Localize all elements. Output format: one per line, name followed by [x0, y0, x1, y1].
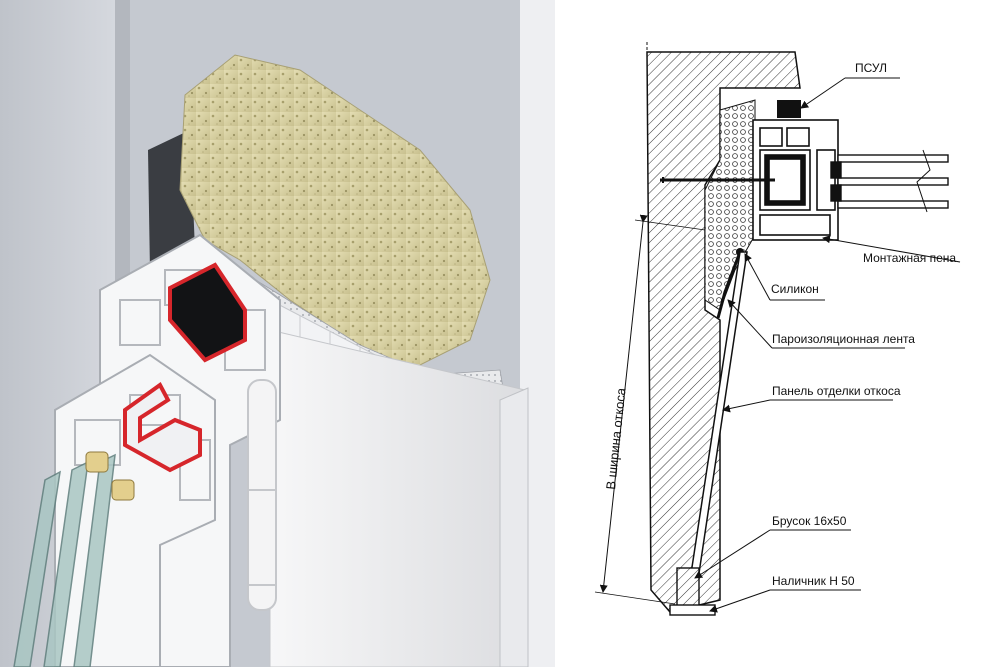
mineral-wool	[179, 54, 491, 371]
label-silicone: Силикон	[771, 282, 819, 296]
label-bar: Брусок 16х50	[772, 514, 847, 528]
spacer-2	[111, 479, 135, 501]
leaders	[694, 77, 961, 613]
label-reveal-width: В ширина откоса	[603, 386, 629, 490]
reinforcement-sash	[123, 382, 202, 473]
label-vapor-tape: Пароизоляционная лента	[772, 332, 915, 346]
label-psul: ПСУЛ	[855, 61, 887, 75]
vapor-tape-line	[716, 251, 742, 319]
label-casing: Наличник Н 50	[772, 574, 855, 588]
reveal-panel-edge	[499, 387, 529, 667]
dimension-line	[599, 214, 648, 593]
casing-section	[669, 604, 716, 616]
drawing-svg: В ширина откоса ПСУЛ Монтажная пена	[594, 42, 961, 616]
reinforcement-frame	[168, 262, 247, 363]
glazing-unit	[13, 451, 135, 667]
render-svg	[0, 0, 555, 667]
dimension-ext-top	[634, 219, 706, 231]
dimension-ext-bottom	[594, 591, 676, 605]
section-drawing: В ширина откоса ПСУЛ Монтажная пена	[555, 0, 1000, 667]
hinge	[247, 379, 277, 611]
label-reveal-panel: Панель отделки откоса	[772, 384, 901, 398]
spacer-1	[85, 451, 109, 473]
render-illustration	[0, 0, 555, 667]
glass-break-mark	[916, 149, 931, 213]
reveal-panel-face	[269, 329, 526, 667]
bar-section	[676, 567, 700, 609]
glazing-section	[830, 154, 949, 209]
label-foam: Монтажная пена	[863, 251, 956, 265]
psul-section	[777, 100, 801, 118]
